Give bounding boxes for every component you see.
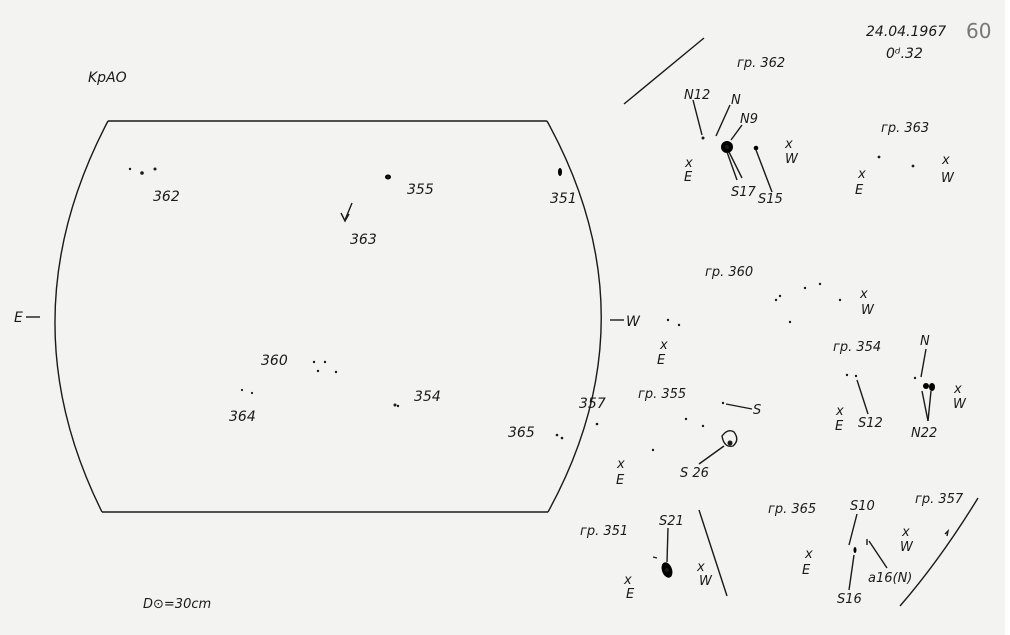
detail-group-351: гр. 351 S21 x W x E: [580, 509, 728, 602]
x-mark: x: [696, 560, 705, 575]
group-title: гр. 355: [638, 387, 686, 402]
date: 24.04.1967: [866, 24, 946, 40]
east-mark: E: [616, 473, 625, 488]
group-title: гр. 354: [833, 340, 881, 355]
group-label: 365: [508, 425, 535, 441]
east-label: E: [14, 310, 23, 326]
disk-group-labels: 362 355 351 363 360 364 354 357 365: [153, 182, 606, 441]
east-mark: E: [626, 587, 635, 602]
spot-label: N22: [911, 426, 937, 441]
west-mark: W: [953, 397, 967, 412]
spot-label: N: [920, 334, 930, 349]
spot-label: S: [753, 403, 761, 418]
west-mark: W: [785, 152, 799, 167]
spot-label: N: [731, 93, 741, 108]
x-mark: x: [623, 573, 632, 588]
solar-disk: [26, 120, 624, 513]
detail-group-357: гр. 357: [899, 492, 979, 607]
x-mark: x: [804, 547, 813, 562]
group-title: гр. 357: [915, 492, 964, 507]
east-mark: E: [855, 183, 864, 198]
west-mark: W: [900, 540, 914, 555]
group-label: 354: [414, 389, 441, 405]
spot-label: N9: [740, 112, 758, 127]
time: 0ᵈ.32: [886, 46, 923, 62]
station-label: KpAO: [88, 70, 127, 86]
spot-label: N12: [684, 88, 710, 103]
detail-group-363: гр. 363 x E x W: [855, 121, 955, 198]
x-mark: x: [835, 404, 844, 419]
group-title: гр. 365: [768, 502, 816, 517]
spot-label: S10: [850, 499, 875, 514]
west-mark: W: [699, 574, 713, 589]
group-label: 363: [350, 232, 377, 248]
group-label: 360: [261, 353, 288, 369]
detail-group-354: гр. 354 S12 x E N N22 x W: [833, 334, 967, 441]
diameter-label: D⊙=30cm: [143, 597, 211, 612]
spot-label: S15: [758, 192, 783, 207]
detail-group-365: гр. 365 S10 S16 a16(N) x E x W: [768, 499, 914, 607]
spot-label: S 26: [680, 466, 709, 481]
x-mark: x: [953, 382, 962, 397]
x-mark: x: [616, 457, 625, 472]
x-mark: x: [659, 338, 668, 353]
x-mark: x: [784, 137, 793, 152]
page-number: 60: [966, 19, 991, 43]
west-mark: W: [941, 171, 955, 186]
group-label: 351: [550, 191, 577, 207]
spot-label: S17: [731, 185, 757, 200]
west-label: W: [626, 314, 641, 330]
spot-label: S21: [659, 514, 684, 529]
detail-group-362: гр. 362 N12 N N9 S17 S15 x E x W: [623, 37, 799, 207]
group-label: 364: [229, 409, 256, 425]
group-title: гр. 362: [737, 56, 785, 71]
x-mark: x: [684, 156, 693, 171]
x-mark: x: [857, 167, 866, 182]
east-mark: E: [657, 353, 666, 368]
west-mark: W: [861, 303, 875, 318]
disk-spots: [128, 167, 599, 440]
group-title: гр. 363: [881, 121, 929, 136]
group-title: гр. 351: [580, 524, 628, 539]
detail-group-355: гр. 355 S S 26 x E: [616, 387, 761, 488]
group-label: 362: [153, 189, 180, 205]
group-label: 355: [407, 182, 434, 198]
east-mark: E: [835, 419, 844, 434]
x-mark: x: [859, 287, 868, 302]
group-label: 357: [579, 396, 606, 412]
detail-group-360: гр. 360 x E x W: [657, 265, 875, 368]
spot-label: a16(N): [868, 571, 912, 586]
east-mark: E: [802, 563, 811, 578]
spot-label: S16: [837, 592, 862, 607]
x-mark: x: [941, 153, 950, 168]
group-title: гр. 360: [705, 265, 753, 280]
scan-edge: [1005, 0, 1010, 635]
east-mark: E: [684, 170, 693, 185]
x-mark: x: [901, 525, 910, 540]
spot-label: S12: [858, 416, 883, 431]
